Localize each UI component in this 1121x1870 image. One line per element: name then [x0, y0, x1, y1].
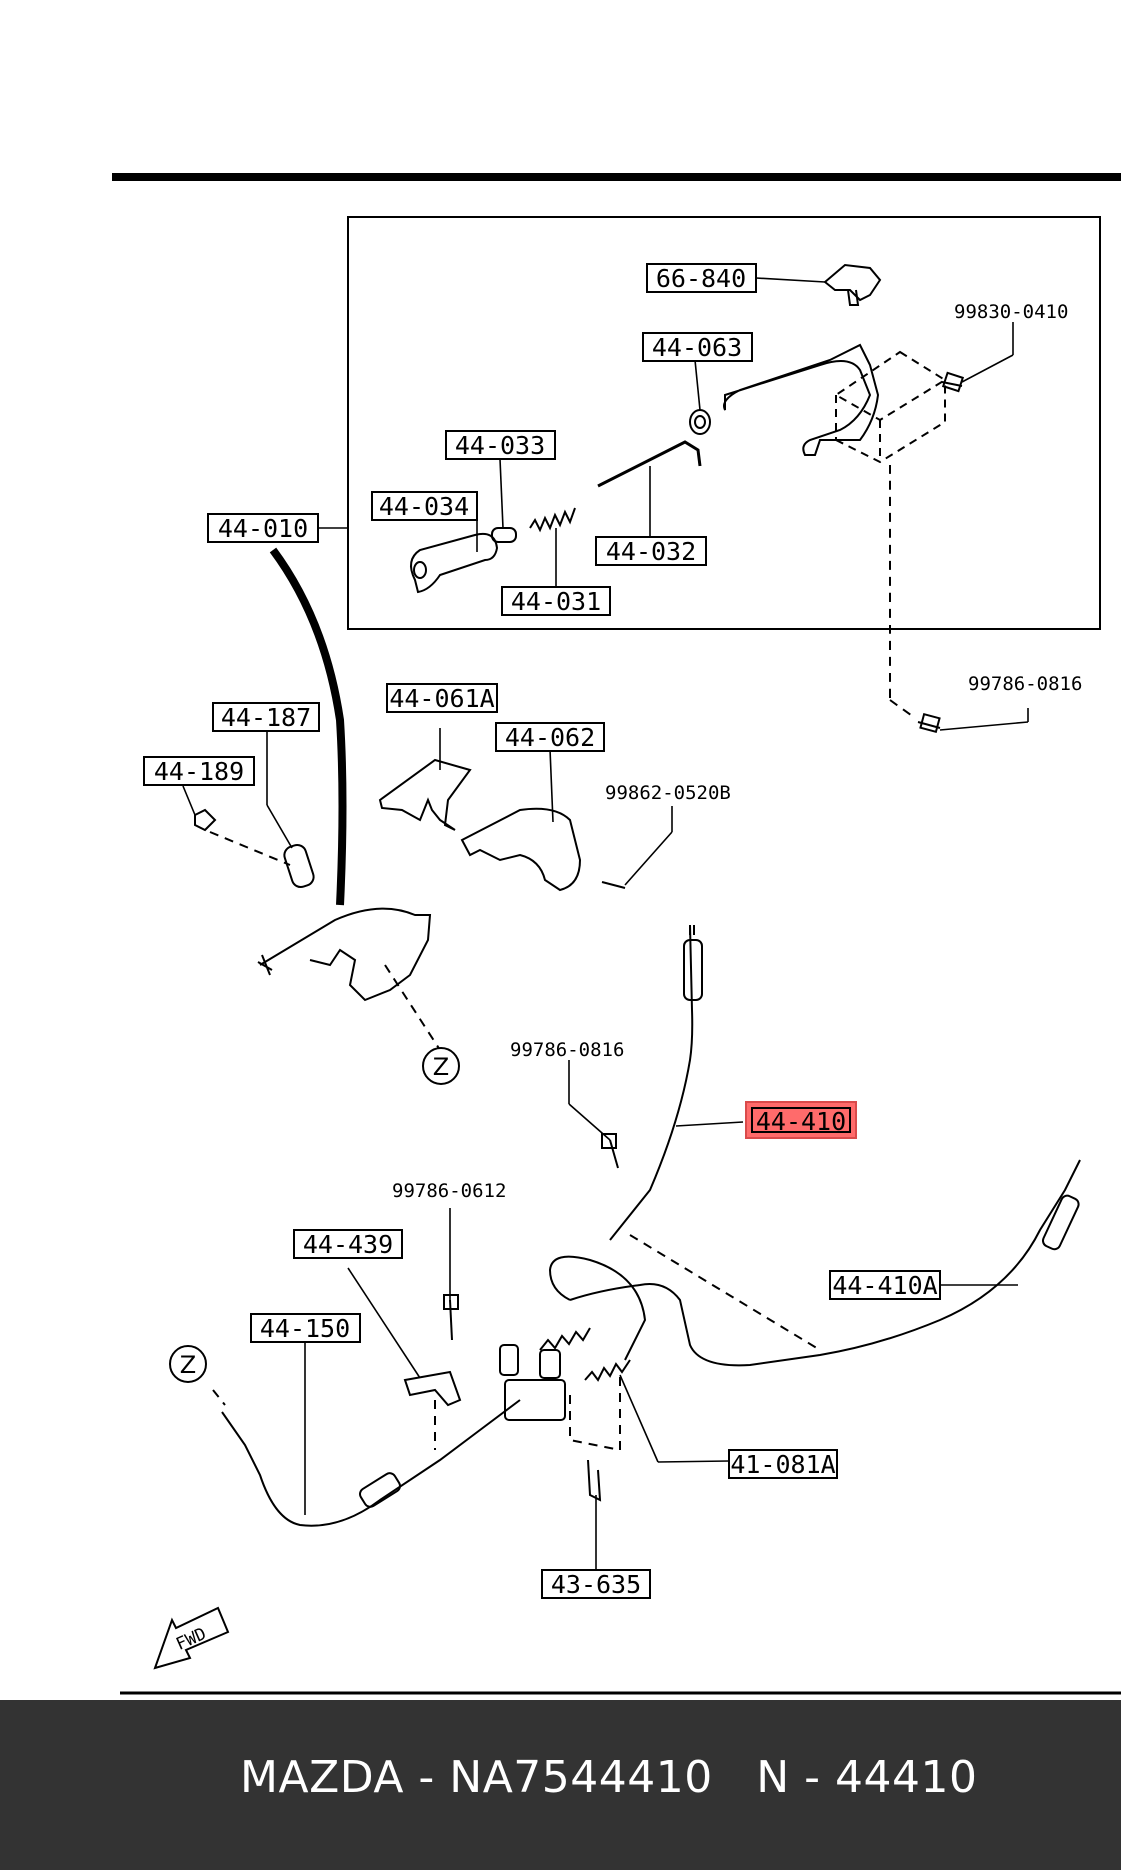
svg-text:44-062: 44-062	[505, 723, 595, 752]
svg-text:Z: Z	[433, 1053, 449, 1081]
footer-part-info: MAZDA - NA7544410 N - 44410	[240, 1752, 978, 1803]
inset-box	[347, 216, 1101, 630]
part-label-44-061a: 44-061A	[386, 683, 498, 713]
parking-brake-diagram: FWD Z Z 66-840 44-063 44-033 44-034 44-0…	[112, 173, 1121, 1695]
svg-text:44-439: 44-439	[303, 1230, 393, 1259]
footer-sep: -	[789, 1752, 836, 1803]
svg-text:44-061A: 44-061A	[389, 684, 494, 713]
part-label-44-410: 44-410	[745, 1101, 857, 1139]
footer-bar: MAZDA - NA7544410 N - 44410	[0, 1700, 1121, 1870]
part-label-44-033: 44-033	[445, 430, 556, 460]
part-label-44-189: 44-189	[143, 756, 255, 786]
svg-text:66-840: 66-840	[656, 264, 746, 293]
svg-text:41-081A: 41-081A	[730, 1450, 835, 1479]
footer-prefix: N	[756, 1752, 790, 1803]
part-label-44-010: 44-010	[207, 513, 319, 543]
svg-text:44-150: 44-150	[260, 1314, 350, 1343]
part-label-43-635: 43-635	[541, 1569, 651, 1599]
footer-sep: -	[403, 1752, 450, 1803]
svg-text:44-010: 44-010	[218, 514, 308, 543]
svg-text:44-410: 44-410	[756, 1107, 846, 1136]
part-label-44-063: 44-063	[642, 332, 753, 362]
fwd-label: FWD	[173, 1624, 209, 1655]
dashed-leaders	[209, 465, 916, 1452]
part-label-44-410a: 44-410A	[829, 1270, 941, 1300]
part-label-44-032: 44-032	[595, 536, 707, 566]
part-label-99786-0612: 99786-0612	[392, 1180, 506, 1202]
part-label-44-062: 44-062	[495, 722, 605, 752]
svg-text:44-033: 44-033	[455, 431, 545, 460]
part-label-99786-0816-mid: 99786-0816	[510, 1039, 624, 1061]
svg-text:43-635: 43-635	[551, 1570, 641, 1599]
svg-text:Z: Z	[180, 1351, 196, 1379]
part-label-44-187: 44-187	[212, 702, 320, 732]
svg-text:44-187: 44-187	[221, 703, 311, 732]
svg-text:44-032: 44-032	[606, 537, 696, 566]
z-marker-top: Z	[422, 1047, 460, 1085]
footer-part-number: NA7544410	[449, 1752, 713, 1803]
part-label-99786-0816-top: 99786-0816	[968, 673, 1082, 695]
cable-and-bracket-parts	[194, 547, 1081, 1527]
part-label-44-150: 44-150	[250, 1313, 361, 1343]
part-label-44-031: 44-031	[501, 586, 611, 616]
svg-text:44-034: 44-034	[379, 492, 469, 521]
part-label-99830-0410: 99830-0410	[954, 301, 1068, 323]
part-label-66-840: 66-840	[646, 263, 757, 293]
svg-text:44-410A: 44-410A	[832, 1271, 937, 1300]
svg-text:44-031: 44-031	[511, 587, 601, 616]
leaders	[182, 277, 1029, 1570]
footer-brand: MAZDA	[240, 1752, 404, 1803]
svg-text:44-063: 44-063	[652, 333, 742, 362]
svg-text:44-189: 44-189	[154, 757, 244, 786]
part-label-99862-0520b: 99862-0520B	[605, 782, 731, 804]
part-label-44-034: 44-034	[371, 491, 478, 521]
footer-gap	[713, 1752, 756, 1803]
part-label-44-439: 44-439	[293, 1229, 403, 1259]
brake-lever-assembly	[410, 263, 965, 594]
z-marker-bottom: Z	[169, 1345, 207, 1383]
footer-code: 44410	[835, 1752, 978, 1803]
fwd-arrow: FWD	[153, 1606, 230, 1670]
part-label-41-081a: 41-081A	[728, 1449, 838, 1479]
